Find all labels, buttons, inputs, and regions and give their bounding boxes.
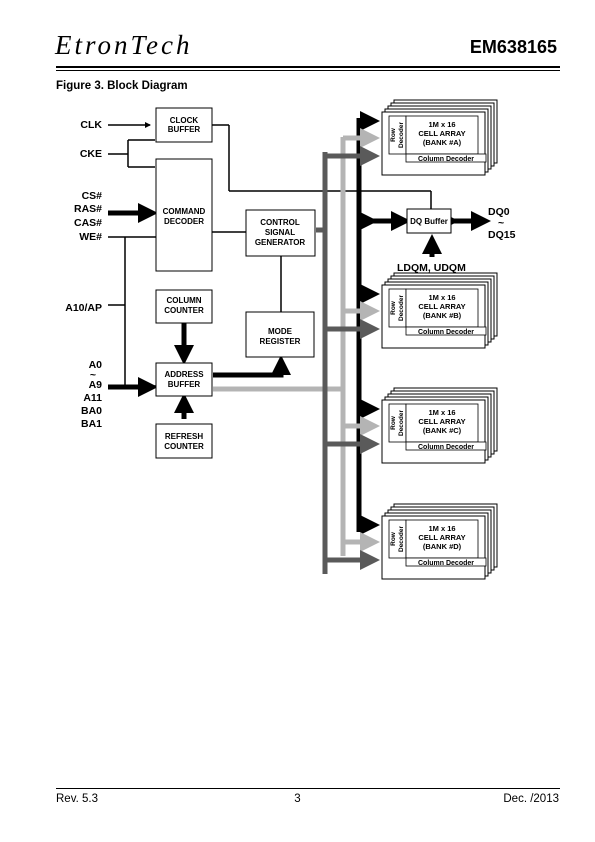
a0-label: A0 bbox=[89, 359, 103, 371]
cell-array-label: (BANK #A) bbox=[423, 138, 462, 147]
mode-register-line-2: REGISTER bbox=[260, 337, 301, 346]
a11-label: A11 bbox=[83, 392, 102, 404]
dq-buffer-box bbox=[406, 208, 452, 234]
header-rule-thin bbox=[56, 70, 560, 71]
cell-array-box bbox=[405, 115, 479, 155]
a9-label: A9 bbox=[89, 379, 103, 391]
refresh-counter-line-1: REFRESH bbox=[165, 432, 203, 441]
row-decoder-label: Row bbox=[390, 415, 397, 430]
column-decoder-box bbox=[405, 153, 487, 163]
figure-caption: Figure 3. Block Diagram bbox=[56, 80, 188, 92]
dq15-label: DQ15 bbox=[488, 229, 516, 241]
cell-array-label: (BANK #D) bbox=[423, 542, 462, 551]
signal-labels: CLK CKE CS# RAS# CAS# WE# A10/AP A0 ~ A9… bbox=[65, 119, 102, 430]
cke-label: CKE bbox=[80, 148, 102, 160]
column-decoder-label: Column Decoder bbox=[418, 444, 474, 451]
footer-date: Dec. /2013 bbox=[503, 793, 559, 805]
cell-array-label: (BANK #B) bbox=[423, 311, 462, 320]
csg-line-1: CONTROL bbox=[260, 218, 300, 227]
clock-buffer-line-2: BUFFER bbox=[168, 125, 201, 134]
row-decoder-label: Row bbox=[390, 531, 397, 546]
cell-array-label: (BANK #C) bbox=[423, 426, 462, 435]
we-label: WE# bbox=[79, 231, 102, 243]
dq-tilde: ~ bbox=[498, 217, 504, 229]
dqm-label: LDQM, UDQM bbox=[397, 262, 466, 274]
control-signal-generator-box bbox=[245, 209, 316, 257]
command-decoder-line-1: COMMAND bbox=[163, 207, 206, 216]
mode-register-line-1: MODE bbox=[268, 327, 293, 336]
footer-rule bbox=[56, 788, 560, 789]
column-counter-line-2: COUNTER bbox=[164, 306, 204, 315]
row-decoder-label: Row bbox=[390, 300, 397, 315]
a10ap-label: A10/AP bbox=[65, 302, 102, 314]
cell-array-label: CELL ARRAY bbox=[418, 129, 465, 138]
ba0-label: BA0 bbox=[81, 405, 102, 417]
csg-line-2: SIGNAL bbox=[265, 228, 295, 237]
mode-register-box bbox=[245, 311, 315, 358]
column-decoder-box bbox=[405, 326, 487, 336]
cas-label: CAS# bbox=[74, 217, 102, 229]
address-buffer-box bbox=[155, 362, 213, 397]
footer-revision: Rev. 5.3 bbox=[56, 793, 98, 805]
cell-array-label: 1M x 16 bbox=[428, 293, 455, 302]
dq-labels: DQ0 ~ DQ15 LDQM, UDQM bbox=[397, 206, 516, 274]
row-decoder-label: Decoder bbox=[398, 122, 405, 148]
footer-page-number: 3 bbox=[294, 793, 301, 805]
ras-label: RAS# bbox=[74, 203, 102, 215]
cell-array-box bbox=[405, 403, 479, 443]
dq0-label: DQ0 bbox=[488, 206, 510, 218]
cell-array-box bbox=[405, 519, 479, 559]
control-wiring bbox=[108, 122, 432, 387]
column-decoder-box bbox=[405, 441, 487, 451]
cell-array-label: 1M x 16 bbox=[428, 524, 455, 533]
cs-label: CS# bbox=[82, 190, 103, 202]
column-decoder-label: Column Decoder bbox=[418, 329, 474, 336]
refresh-counter-box bbox=[155, 423, 213, 459]
address-buffer-line-1: ADDRESS bbox=[164, 370, 204, 379]
clk-label: CLK bbox=[80, 119, 102, 131]
clock-buffer-line-1: CLOCK bbox=[170, 116, 199, 125]
cell-array-label: CELL ARRAY bbox=[418, 417, 465, 426]
command-decoder-line-2: DECODER bbox=[164, 217, 204, 226]
clock-buffer-box bbox=[155, 107, 213, 143]
cell-array-label: CELL ARRAY bbox=[418, 533, 465, 542]
internal-buses bbox=[322, 111, 381, 574]
column-decoder-box bbox=[405, 557, 487, 567]
row-decoder-label: Row bbox=[390, 127, 397, 142]
header-rule bbox=[56, 66, 560, 68]
company-logo: EtronTech bbox=[55, 30, 193, 60]
column-decoder-label: Column Decoder bbox=[418, 156, 474, 163]
cell-array-label: 1M x 16 bbox=[428, 120, 455, 129]
column-counter-box bbox=[155, 289, 213, 324]
addr-tilde: ~ bbox=[90, 369, 96, 381]
blocks: CLOCK BUFFER COMMAND DECODER CONTROL SIG… bbox=[155, 107, 452, 459]
cell-array-label: CELL ARRAY bbox=[418, 302, 465, 311]
row-decoder-label: Decoder bbox=[398, 295, 405, 321]
cell-array-label: 1M x 16 bbox=[428, 408, 455, 417]
refresh-counter-line-2: COUNTER bbox=[164, 442, 204, 451]
row-decoder-label: Decoder bbox=[398, 526, 405, 552]
dq-buffer-label: DQ Buffer bbox=[410, 217, 448, 226]
column-counter-line-1: COLUMN bbox=[166, 296, 201, 305]
command-decoder-box bbox=[155, 158, 213, 272]
document-id: EM638165 bbox=[469, 37, 557, 57]
csg-line-3: GENERATOR bbox=[255, 238, 306, 247]
row-decoder-label: Decoder bbox=[398, 410, 405, 436]
address-buffer-line-2: BUFFER bbox=[168, 380, 201, 389]
ba1-label: BA1 bbox=[81, 418, 102, 430]
column-decoder-label: Column Decoder bbox=[418, 560, 474, 567]
cell-array-box bbox=[405, 288, 479, 328]
